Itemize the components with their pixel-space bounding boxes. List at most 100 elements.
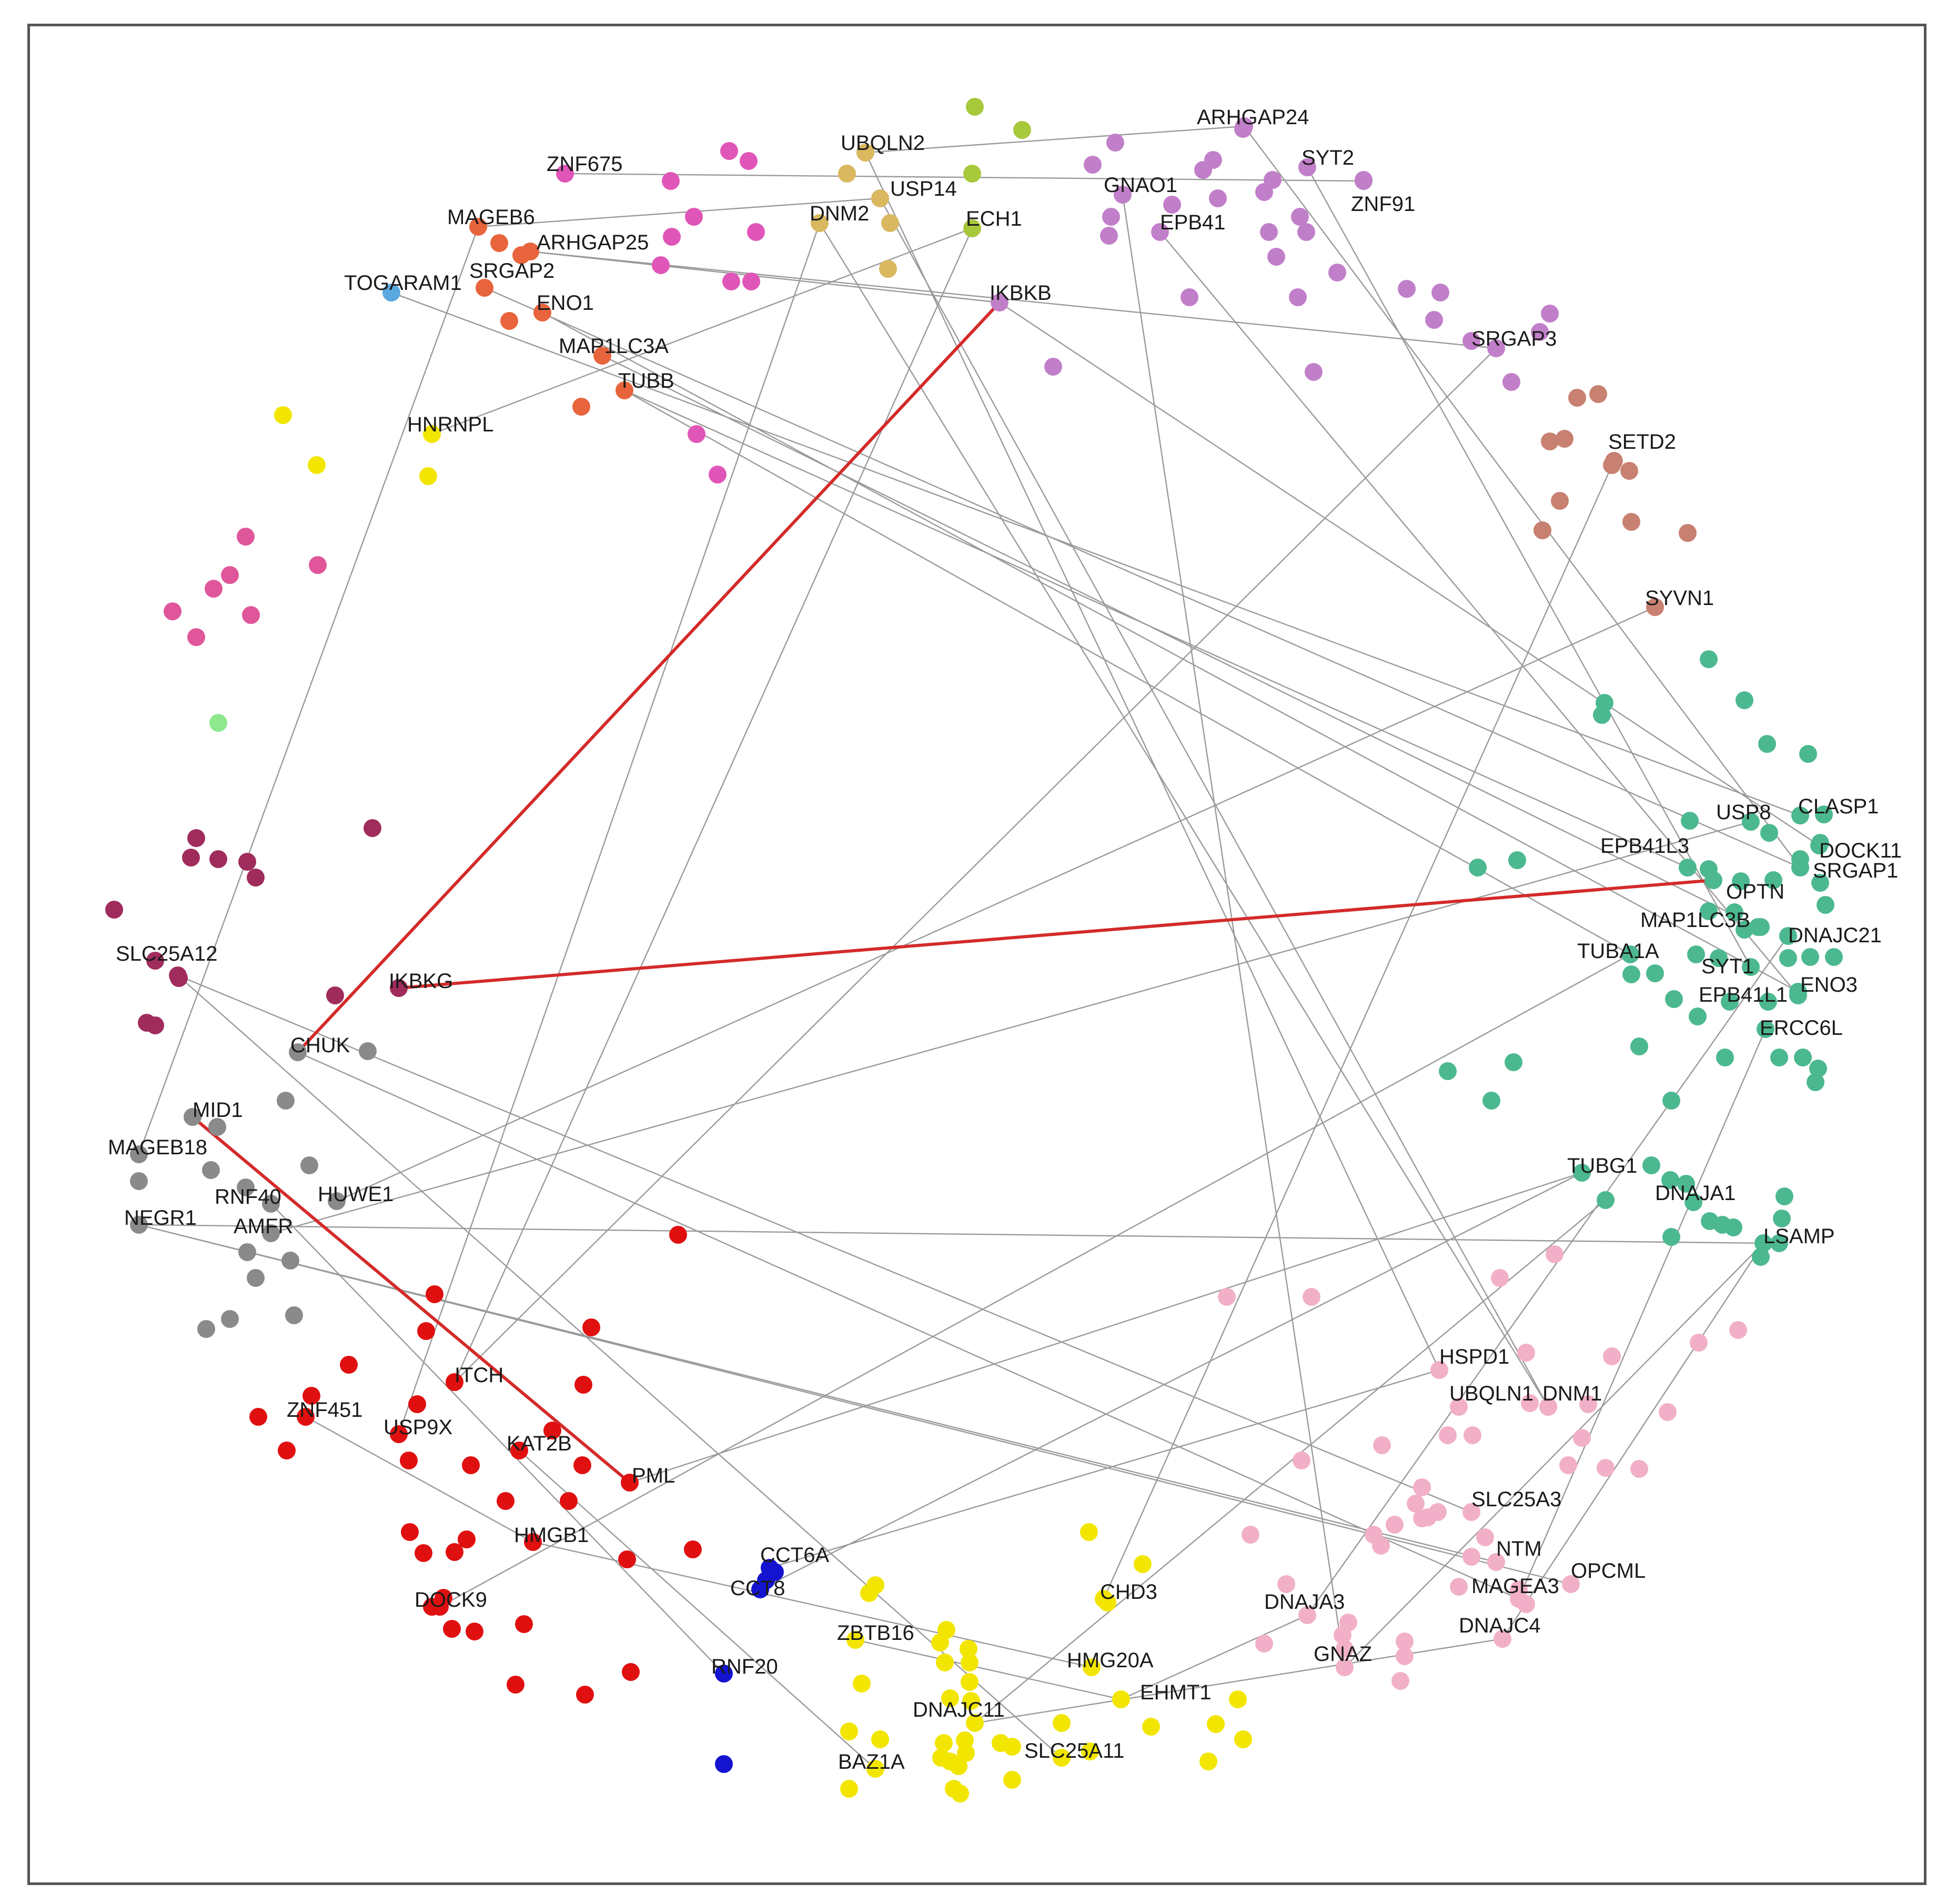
gene-label-syt2: SYT2	[1302, 146, 1354, 169]
gene-label-gnao1: GNAO1	[1104, 174, 1177, 197]
edge-negr1-opcml	[138, 1224, 1571, 1585]
network-node-magenta	[652, 256, 670, 274]
network-node-teal	[1758, 735, 1776, 753]
gene-node-dnaja1	[1597, 1191, 1615, 1209]
network-node-teal	[1811, 874, 1829, 892]
network-node-olive	[966, 98, 984, 116]
gene-node-dnajc11	[966, 1714, 984, 1732]
network-node-violet	[1267, 248, 1285, 266]
edge-gnaz-lsamp	[1344, 1243, 1764, 1668]
network-node-light-pink	[1630, 1460, 1648, 1478]
gene-label-ech1: ECH1	[966, 207, 1022, 230]
network-node-grey	[130, 1172, 148, 1190]
gene-node-ntm	[1487, 1553, 1505, 1571]
gene-label-lsamp: LSAMP	[1763, 1225, 1835, 1248]
network-node-maroon	[105, 901, 123, 919]
gene-node-syvn1	[1646, 598, 1664, 616]
gene-node-slc25a11	[1053, 1749, 1071, 1767]
network-node-orange	[490, 234, 508, 252]
gene-node-chd3	[1095, 1590, 1113, 1608]
network-node-teal	[1794, 1049, 1812, 1066]
network-node-violet	[1044, 358, 1062, 376]
gene-node-ikbkg	[390, 979, 408, 997]
network-node-violet	[1100, 227, 1118, 245]
gene-label-map1lc3a: MAP1LC3A	[559, 335, 669, 358]
gene-node-cct8	[751, 1580, 769, 1598]
gene-node-baz1a	[866, 1760, 884, 1778]
network-node-maroon	[187, 829, 205, 847]
network-node-grey	[202, 1161, 220, 1179]
network-node-light-pink	[1336, 1640, 1354, 1658]
gene-label-cct6a: CCT6A	[760, 1544, 829, 1567]
network-node-red	[302, 1387, 320, 1405]
edge-dnm2-usp9x	[398, 223, 821, 1435]
network-node-violet	[1328, 264, 1346, 281]
gene-node-znf451	[297, 1408, 315, 1426]
gene-node-dnm1	[1539, 1398, 1557, 1416]
network-node-yellow	[1003, 1738, 1021, 1756]
network-node-gold	[879, 260, 897, 278]
gene-label-tubg1: TUBG1	[1567, 1154, 1637, 1177]
gene-label-zbtb16: ZBTB16	[837, 1621, 914, 1645]
gene-node-usp14	[871, 189, 889, 207]
gene-label-usp14: USP14	[890, 177, 957, 200]
gene-label-tubb: TUBB	[618, 369, 674, 392]
edge-mageb6-usp14	[478, 197, 881, 228]
network-node-light-pink	[1597, 1459, 1615, 1477]
network-node-pink	[237, 528, 255, 546]
network-node-teal	[1662, 1092, 1680, 1110]
network-node-teal	[1662, 1228, 1680, 1246]
network-node-teal	[1817, 896, 1834, 914]
network-node-red	[408, 1395, 426, 1413]
network-node-teal	[1469, 859, 1487, 877]
network-node-teal	[1801, 948, 1819, 966]
gene-label-epb41l1: EPB41L1	[1699, 983, 1788, 1006]
network-node-magenta	[740, 152, 758, 170]
network-node-violet	[1305, 363, 1323, 381]
gene-label-eno1: ENO1	[537, 291, 594, 315]
edge-pml-tubg1	[629, 1172, 1582, 1484]
edge-dnm2-dnm1	[819, 223, 1549, 1407]
network-node-yellow	[871, 1730, 889, 1748]
network-node-light-pink	[1439, 1426, 1457, 1444]
gene-node-tubg1	[1573, 1164, 1591, 1182]
network-node-grey	[359, 1042, 377, 1060]
gene-label-chuk: CHUK	[290, 1034, 350, 1057]
network-node-red	[618, 1550, 636, 1568]
network-node-yellow	[935, 1734, 953, 1752]
edge-arhgap25-ikbkb	[530, 250, 1000, 304]
figure-frame	[27, 24, 1926, 1885]
edge-mageb18-mageb6	[138, 226, 479, 1155]
network-node-teal	[1721, 993, 1739, 1011]
gene-label-baz1a: BAZ1A	[838, 1750, 905, 1774]
gene-label-ubqln1: UBQLN1	[1449, 1382, 1534, 1405]
edge-ehmt1-dnaja3	[1121, 1614, 1308, 1700]
network-node-pink	[221, 566, 239, 584]
gene-node-arhgap24	[1235, 117, 1253, 135]
network-node-yellow	[1134, 1555, 1152, 1573]
network-node-teal	[1642, 1156, 1660, 1174]
gene-node-eno3	[1789, 983, 1807, 1001]
gene-node-chuk	[289, 1043, 307, 1061]
edge-ech1-itch	[453, 228, 973, 1383]
network-node-teal	[1760, 824, 1778, 842]
network-node-violet	[1106, 134, 1124, 152]
network-node-light-pink	[1729, 1321, 1747, 1339]
edge-slc25a12-slc25a11	[177, 975, 1062, 1758]
network-node-violet	[1260, 223, 1278, 241]
network-node-magenta	[709, 466, 727, 483]
gene-node-srgap3	[1487, 339, 1505, 357]
network-node-light-pink	[1546, 1245, 1563, 1263]
network-node-teal	[1799, 745, 1817, 763]
gene-node-huwe1	[328, 1192, 346, 1210]
network-node-light-pink	[1334, 1626, 1351, 1644]
network-node-gold	[838, 165, 856, 183]
gene-node-pml	[621, 1474, 639, 1492]
network-node-light-pink	[1573, 1429, 1591, 1447]
gene-node-togaram1	[382, 284, 400, 301]
network-node-violet	[1163, 196, 1181, 214]
network-node-teal	[1724, 1218, 1742, 1236]
network-node-red	[415, 1544, 432, 1562]
gene-node-ubqln2	[856, 144, 874, 162]
network-node-magenta	[685, 208, 703, 226]
